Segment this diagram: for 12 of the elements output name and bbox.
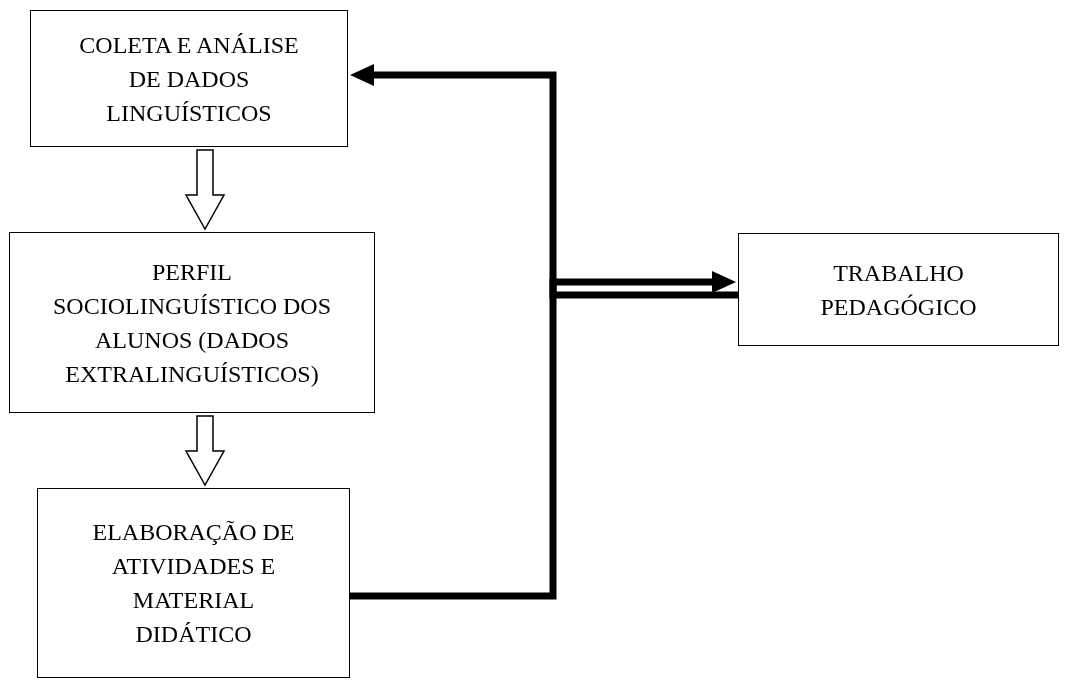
process-box bbox=[30, 10, 348, 147]
box-label: COLETA E ANÁLISE DE DADOS LINGUÍSTICOS bbox=[78, 30, 300, 128]
arrow bbox=[350, 64, 738, 299]
arrow bbox=[350, 271, 736, 600]
box-label: PERFIL SOCIOLINGUÍSTICO DOS ALUNOS (DADOS EXTRALINGUÍSTICOS) bbox=[52, 257, 332, 389]
block-arrow bbox=[184, 415, 226, 487]
box-label: TRABALHO PEDAGÓGICO bbox=[819, 258, 978, 322]
process-box bbox=[738, 233, 1059, 346]
process-box bbox=[37, 488, 350, 678]
box-label: ELABORAÇÃO DE ATIVIDADES E MATERIAL DIDÁTICO bbox=[91, 518, 296, 649]
block-arrow bbox=[184, 149, 226, 231]
process-box bbox=[9, 232, 375, 413]
